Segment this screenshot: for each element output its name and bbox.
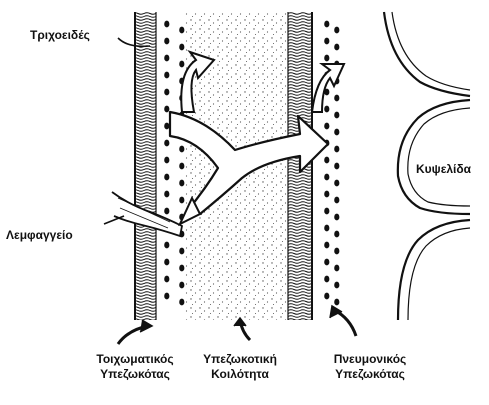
capillary-dot — [324, 21, 329, 28]
capillary-dot — [164, 89, 169, 96]
capillary-dot — [324, 123, 329, 130]
capillary-dot — [179, 248, 184, 255]
capillary-dot — [164, 242, 169, 249]
label-visceral-line2: Υπεζωκότας — [300, 367, 440, 382]
capillary-dot — [164, 276, 169, 283]
parietal-pleura-band — [135, 12, 156, 320]
capillary-dot — [164, 55, 169, 62]
lymphatic-leader — [104, 216, 124, 224]
capillary-dot — [324, 276, 329, 283]
label-lymphatic: Λεμφαγγείο — [6, 228, 73, 243]
capillary-dot — [334, 95, 339, 102]
capillary-dot — [164, 38, 169, 45]
capillary-dot — [164, 208, 169, 215]
capillary-dot — [334, 146, 339, 153]
capillary-dot — [179, 180, 184, 187]
capillary-dot — [334, 299, 339, 306]
capillary-dot — [164, 293, 169, 300]
label-cavity-line1: Υπεζωκοτική — [170, 352, 310, 367]
capillary-dot — [164, 106, 169, 113]
label-capillaries: Τριχοειδές — [30, 28, 90, 43]
label-visceral-pleura: Πνευμονικός Υπεζωκότας — [300, 352, 440, 382]
capillary-dot — [334, 197, 339, 204]
capillary-dot — [164, 191, 169, 198]
capillary-dot — [324, 208, 329, 215]
capillary-dot — [179, 44, 184, 51]
capillary-dot — [324, 38, 329, 45]
capillary-dot — [179, 61, 184, 68]
capillary-dot — [179, 282, 184, 289]
capillary-dot — [334, 112, 339, 119]
capillary-dot — [164, 259, 169, 266]
capillary-dot — [324, 106, 329, 113]
capillary-dot — [324, 55, 329, 62]
capillary-dot — [324, 293, 329, 300]
capillary-dot — [324, 225, 329, 232]
capillary-dot — [164, 140, 169, 147]
capillary-dot — [179, 299, 184, 306]
capillary-dot — [164, 174, 169, 181]
capillary-dot — [334, 248, 339, 255]
capillary-dot — [334, 231, 339, 238]
capillary-dot — [164, 72, 169, 79]
capillary-dot — [324, 157, 329, 164]
capillary-dot — [164, 123, 169, 130]
capillary-dot — [164, 157, 169, 164]
capillary-dot — [334, 44, 339, 51]
capillary-dot — [179, 146, 184, 153]
capillary-dot — [334, 282, 339, 289]
capillary-dot — [324, 259, 329, 266]
capillary-dot — [324, 191, 329, 198]
capillary-dot — [179, 163, 184, 170]
capillary-dot — [179, 27, 184, 34]
capillary-dot — [334, 163, 339, 170]
capillary-dot — [164, 21, 169, 28]
capillary-dot — [324, 174, 329, 181]
capillary-dot — [334, 27, 339, 34]
label-visceral-line1: Πνευμονικός — [300, 352, 440, 367]
capillary-dot — [179, 265, 184, 272]
capillary-dot — [324, 242, 329, 249]
label-cavity-line2: Κοιλότητα — [170, 367, 310, 382]
label-pleural-cavity: Υπεζωκοτική Κοιλότητα — [170, 352, 310, 382]
capillary-dot — [179, 197, 184, 204]
label-alveolus: Κυψελίδα — [416, 162, 471, 177]
capillary-dot — [334, 180, 339, 187]
capillary-dot — [334, 129, 339, 136]
capillary-dot — [334, 265, 339, 272]
capillary-dot — [334, 214, 339, 221]
